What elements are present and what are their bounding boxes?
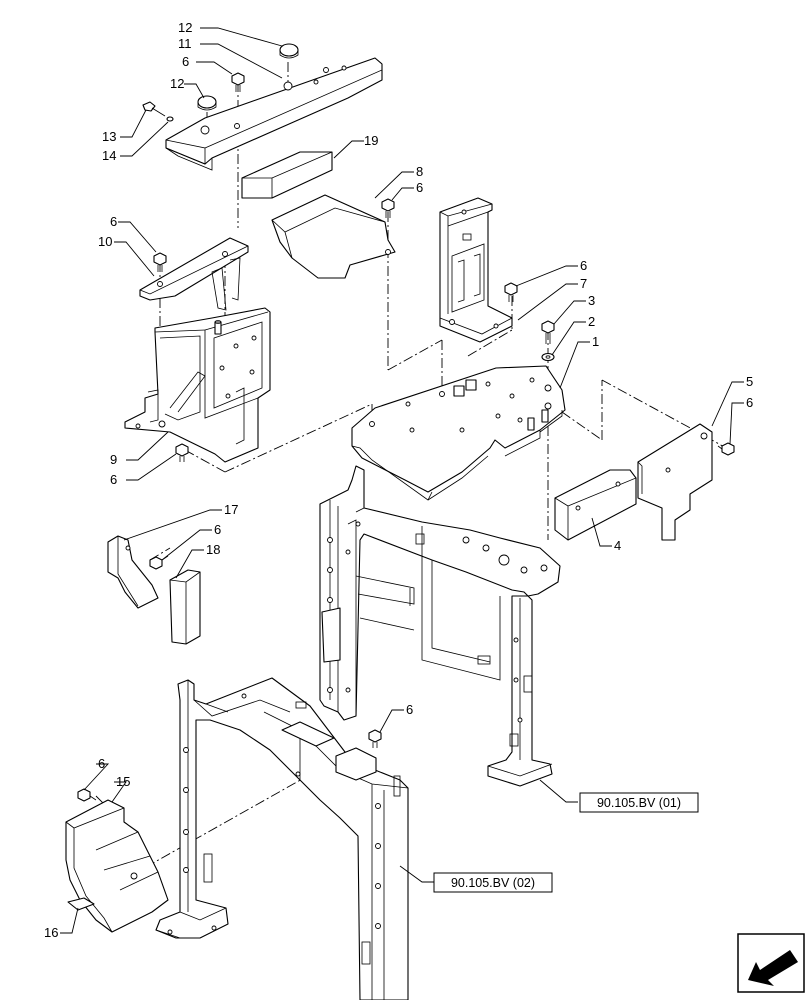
bolt-6i xyxy=(77,788,97,802)
callout-10: 10 xyxy=(98,234,112,249)
part-8-cover xyxy=(271,194,396,279)
callout-3: 3 xyxy=(588,293,595,308)
reference-box-1[interactable]: 90.105.BV (01) xyxy=(579,792,699,813)
part-1-base-plate xyxy=(351,365,566,501)
callout-17: 17 xyxy=(224,502,238,517)
part-7-bracket xyxy=(439,197,513,343)
bolt-6b xyxy=(153,252,167,272)
bolt-6c xyxy=(381,198,395,218)
callout-12: 12 xyxy=(170,76,184,91)
part-16-pad xyxy=(67,897,95,911)
callout-labels: 12 11 6 12 13 14 19 8 6 6 10 6 7 3 2 1 5… xyxy=(44,20,753,940)
part-4-side-cover xyxy=(554,469,637,541)
callout-16: 16 xyxy=(44,925,58,940)
callout-9: 9 xyxy=(110,452,117,467)
bolts xyxy=(77,72,735,802)
bolt-3 xyxy=(541,320,555,344)
washer-14 xyxy=(166,116,174,122)
callout-6: 6 xyxy=(580,258,587,273)
part-19-pad xyxy=(241,151,333,199)
bolt-6d xyxy=(504,282,518,302)
reference-label-2: 90.105.BV (02) xyxy=(451,876,535,890)
leader-lines xyxy=(60,27,744,934)
bolt-6e xyxy=(717,442,735,456)
bolt-6a xyxy=(231,72,245,92)
callout-18: 18 xyxy=(206,542,220,557)
callout-8: 8 xyxy=(416,164,423,179)
part-5-side-cover xyxy=(637,423,713,541)
callout-14: 14 xyxy=(102,148,116,163)
bolt-13 xyxy=(142,101,166,117)
part-17-bracket xyxy=(107,535,159,609)
callout-11: 11 xyxy=(178,36,192,51)
callout-6: 6 xyxy=(746,395,753,410)
part-15-guard xyxy=(65,799,169,933)
bolt-6h xyxy=(368,729,382,748)
callout-1: 1 xyxy=(592,334,599,349)
part-18-pad xyxy=(169,569,201,645)
part-12-plugs xyxy=(197,43,299,111)
callout-19: 19 xyxy=(364,133,378,148)
upper-frame xyxy=(319,465,561,787)
bolt-6f xyxy=(175,443,189,462)
callout-15: 15 xyxy=(116,774,130,789)
callout-7: 7 xyxy=(580,276,587,291)
callout-6: 6 xyxy=(416,180,423,195)
part-11-top-bracket xyxy=(165,57,383,171)
part-10-bracket xyxy=(139,237,249,311)
callout-13: 13 xyxy=(102,129,116,144)
reference-box-2[interactable]: 90.105.BV (02) xyxy=(433,872,553,893)
callout-6: 6 xyxy=(110,214,117,229)
part-9-frame xyxy=(124,307,271,463)
callout-6: 6 xyxy=(406,702,413,717)
reference-label-1: 90.105.BV (01) xyxy=(597,796,681,810)
callout-6: 6 xyxy=(182,54,189,69)
callout-4: 4 xyxy=(614,538,621,553)
lower-frame xyxy=(155,677,409,1000)
callout-2: 2 xyxy=(588,314,595,329)
callout-6: 6 xyxy=(214,522,221,537)
callout-6: 6 xyxy=(98,756,105,771)
washer-2 xyxy=(541,352,555,362)
callout-5: 5 xyxy=(746,374,753,389)
callout-6: 6 xyxy=(110,472,117,487)
arrow-direction-icon[interactable] xyxy=(737,933,805,993)
callout-12: 12 xyxy=(178,20,192,35)
